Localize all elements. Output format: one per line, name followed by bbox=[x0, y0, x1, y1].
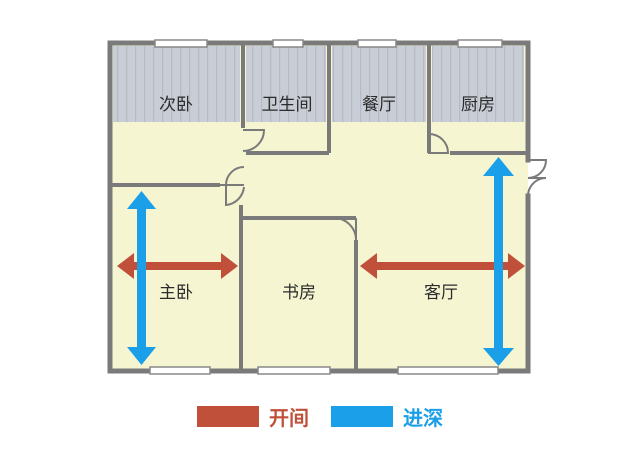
floor-plan: 次卧 卫生间 餐厅 厨房 主卧 书房 客厅 bbox=[107, 39, 548, 375]
room-label-bathroom: 卫生间 bbox=[262, 95, 313, 115]
room-label-kitchen: 厨房 bbox=[461, 95, 495, 115]
depth-arrow-living-room bbox=[483, 157, 514, 366]
width-arrow-living-room bbox=[360, 253, 525, 279]
room-label-second-bedroom: 次卧 bbox=[159, 95, 193, 115]
room-label-dining: 餐厅 bbox=[362, 95, 396, 115]
legend-swatch-depth bbox=[331, 405, 393, 427]
depth-arrow-master-bedroom bbox=[127, 191, 156, 365]
wall-texture-bathroom bbox=[246, 46, 326, 122]
legend-item-depth: 进深 bbox=[331, 402, 443, 431]
door-swings bbox=[220, 129, 548, 241]
wall-texture-second-bedroom bbox=[113, 46, 240, 122]
room-label-living: 客厅 bbox=[424, 283, 458, 303]
windows bbox=[149, 39, 503, 375]
wall-texture-kitchen bbox=[432, 46, 524, 122]
wall-texture-dining bbox=[332, 46, 426, 122]
room-label-master-bedroom: 主卧 bbox=[159, 283, 193, 303]
width-arrow-master-bedroom bbox=[117, 253, 238, 279]
legend-item-width: 开间 bbox=[197, 402, 309, 431]
legend-swatch-width bbox=[197, 405, 259, 427]
legend-label-depth: 进深 bbox=[403, 405, 443, 430]
legend-label-width: 开间 bbox=[269, 405, 309, 430]
room-label-study: 书房 bbox=[282, 283, 316, 303]
legend: 开间 进深 bbox=[0, 396, 640, 436]
